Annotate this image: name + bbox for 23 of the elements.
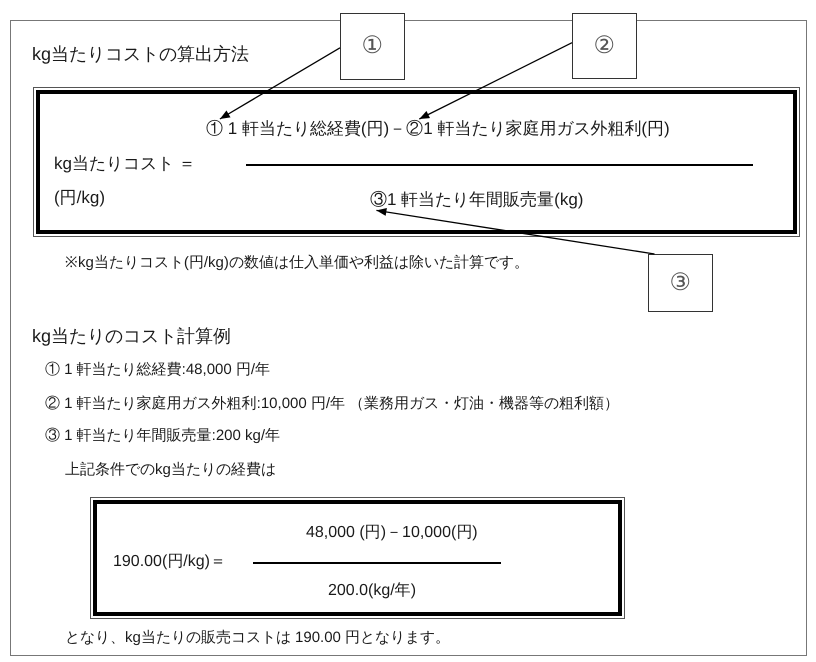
list-item: ② 1 軒当たり家庭用ガス外粗利:10,000 円/年 （業務用ガス・灯油・機器等の粗利額） [45, 395, 620, 413]
leader-arrow [419, 42, 572, 120]
unit-label: (円/kg) [54, 188, 105, 208]
denominator-text: 200.0(kg/年) [328, 581, 416, 600]
numerator-text: ① 1 軒当たり総経費(円)－②1 軒当たり家庭用ガス外粗利(円) [206, 119, 670, 140]
note-text: ※kg当たりコスト(円/kg)の数値は仕入単価や利益は除いた計算です。 [65, 254, 529, 272]
body-text: 上記条件でのkg当たりの経費は [65, 461, 276, 479]
callout-box: ② [572, 13, 637, 79]
leader-arrow [376, 208, 655, 255]
result-text: 190.00(円/kg)＝ [113, 552, 226, 572]
callout-box: ③ [648, 254, 713, 312]
list-item: ③ 1 軒当たり年間販売量:200 kg/年 [45, 427, 280, 445]
formula-box [90, 497, 625, 619]
formula-box [33, 87, 800, 237]
body-text: となり、kg当たりの販売コストは 190.00 円となります。 [65, 629, 450, 647]
leader-arrow [220, 47, 340, 120]
callout-box: ① [340, 13, 405, 80]
formula-label: kg当たりコスト ＝ [54, 154, 196, 174]
section-heading: kg当たりコストの算出方法 [32, 44, 250, 66]
numerator-text: 48,000 (円)－10,000(円) [306, 523, 478, 542]
list-item: ① 1 軒当たり総経費:48,000 円/年 [45, 361, 270, 379]
denominator-text: ③1 軒当たり年間販売量(kg) [370, 190, 584, 210]
section-heading: kg当たりのコスト計算例 [32, 326, 232, 348]
